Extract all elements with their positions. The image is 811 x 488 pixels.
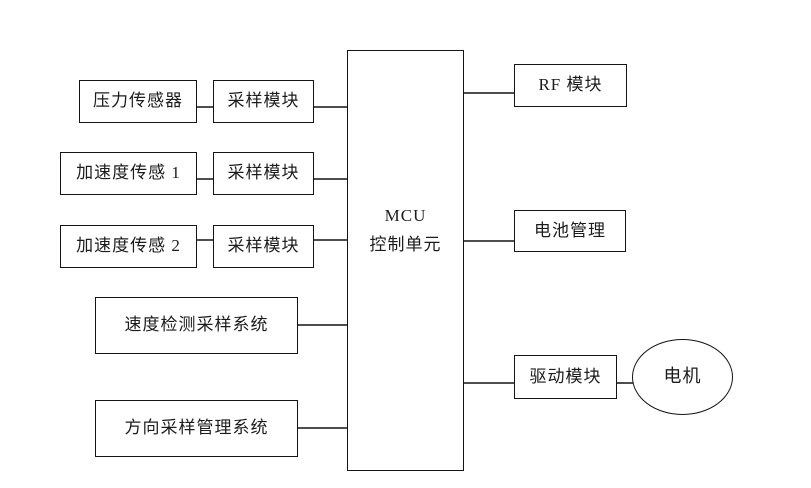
node-mcu-label-line1: MCU <box>384 206 427 225</box>
node-drive-module-label: 驱动模块 <box>529 366 602 386</box>
node-rf-module-label: RF 模块 <box>538 75 603 95</box>
node-accel-sensor-1-label: 加速度传感 1 <box>76 163 181 183</box>
node-mcu-control-unit: MCU 控制单元 <box>347 50 464 471</box>
node-motor-label: 电机 <box>663 366 702 387</box>
node-battery-management: 电池管理 <box>514 210 626 252</box>
node-motor: 电机 <box>632 339 733 415</box>
node-drive-module: 驱动模块 <box>514 355 617 399</box>
node-sampling-module-2: 采样模块 <box>213 152 314 195</box>
node-sampling-module-2-label: 采样模块 <box>227 163 300 183</box>
node-direction-sampling-system-label: 方向采样管理系统 <box>124 418 269 438</box>
node-sampling-module-3-label: 采样模块 <box>227 236 300 256</box>
node-accel-sensor-2-label: 加速度传感 2 <box>76 236 181 256</box>
node-rf-module: RF 模块 <box>514 64 627 107</box>
node-mcu-label-line2: 控制单元 <box>369 235 442 254</box>
node-sampling-module-3: 采样模块 <box>213 225 314 268</box>
node-sampling-module-1-label: 采样模块 <box>227 91 300 111</box>
node-battery-management-label: 电池管理 <box>534 220 606 240</box>
node-accel-sensor-2: 加速度传感 2 <box>60 225 197 268</box>
node-accel-sensor-1: 加速度传感 1 <box>60 152 197 195</box>
node-direction-sampling-system: 方向采样管理系统 <box>95 400 298 457</box>
node-speed-detection-system: 速度检测采样系统 <box>95 297 298 354</box>
node-pressure-sensor-label: 压力传感器 <box>93 91 183 111</box>
node-sampling-module-1: 采样模块 <box>213 80 314 123</box>
node-speed-detection-system-label: 速度检测采样系统 <box>124 315 269 335</box>
node-pressure-sensor: 压力传感器 <box>79 80 197 123</box>
